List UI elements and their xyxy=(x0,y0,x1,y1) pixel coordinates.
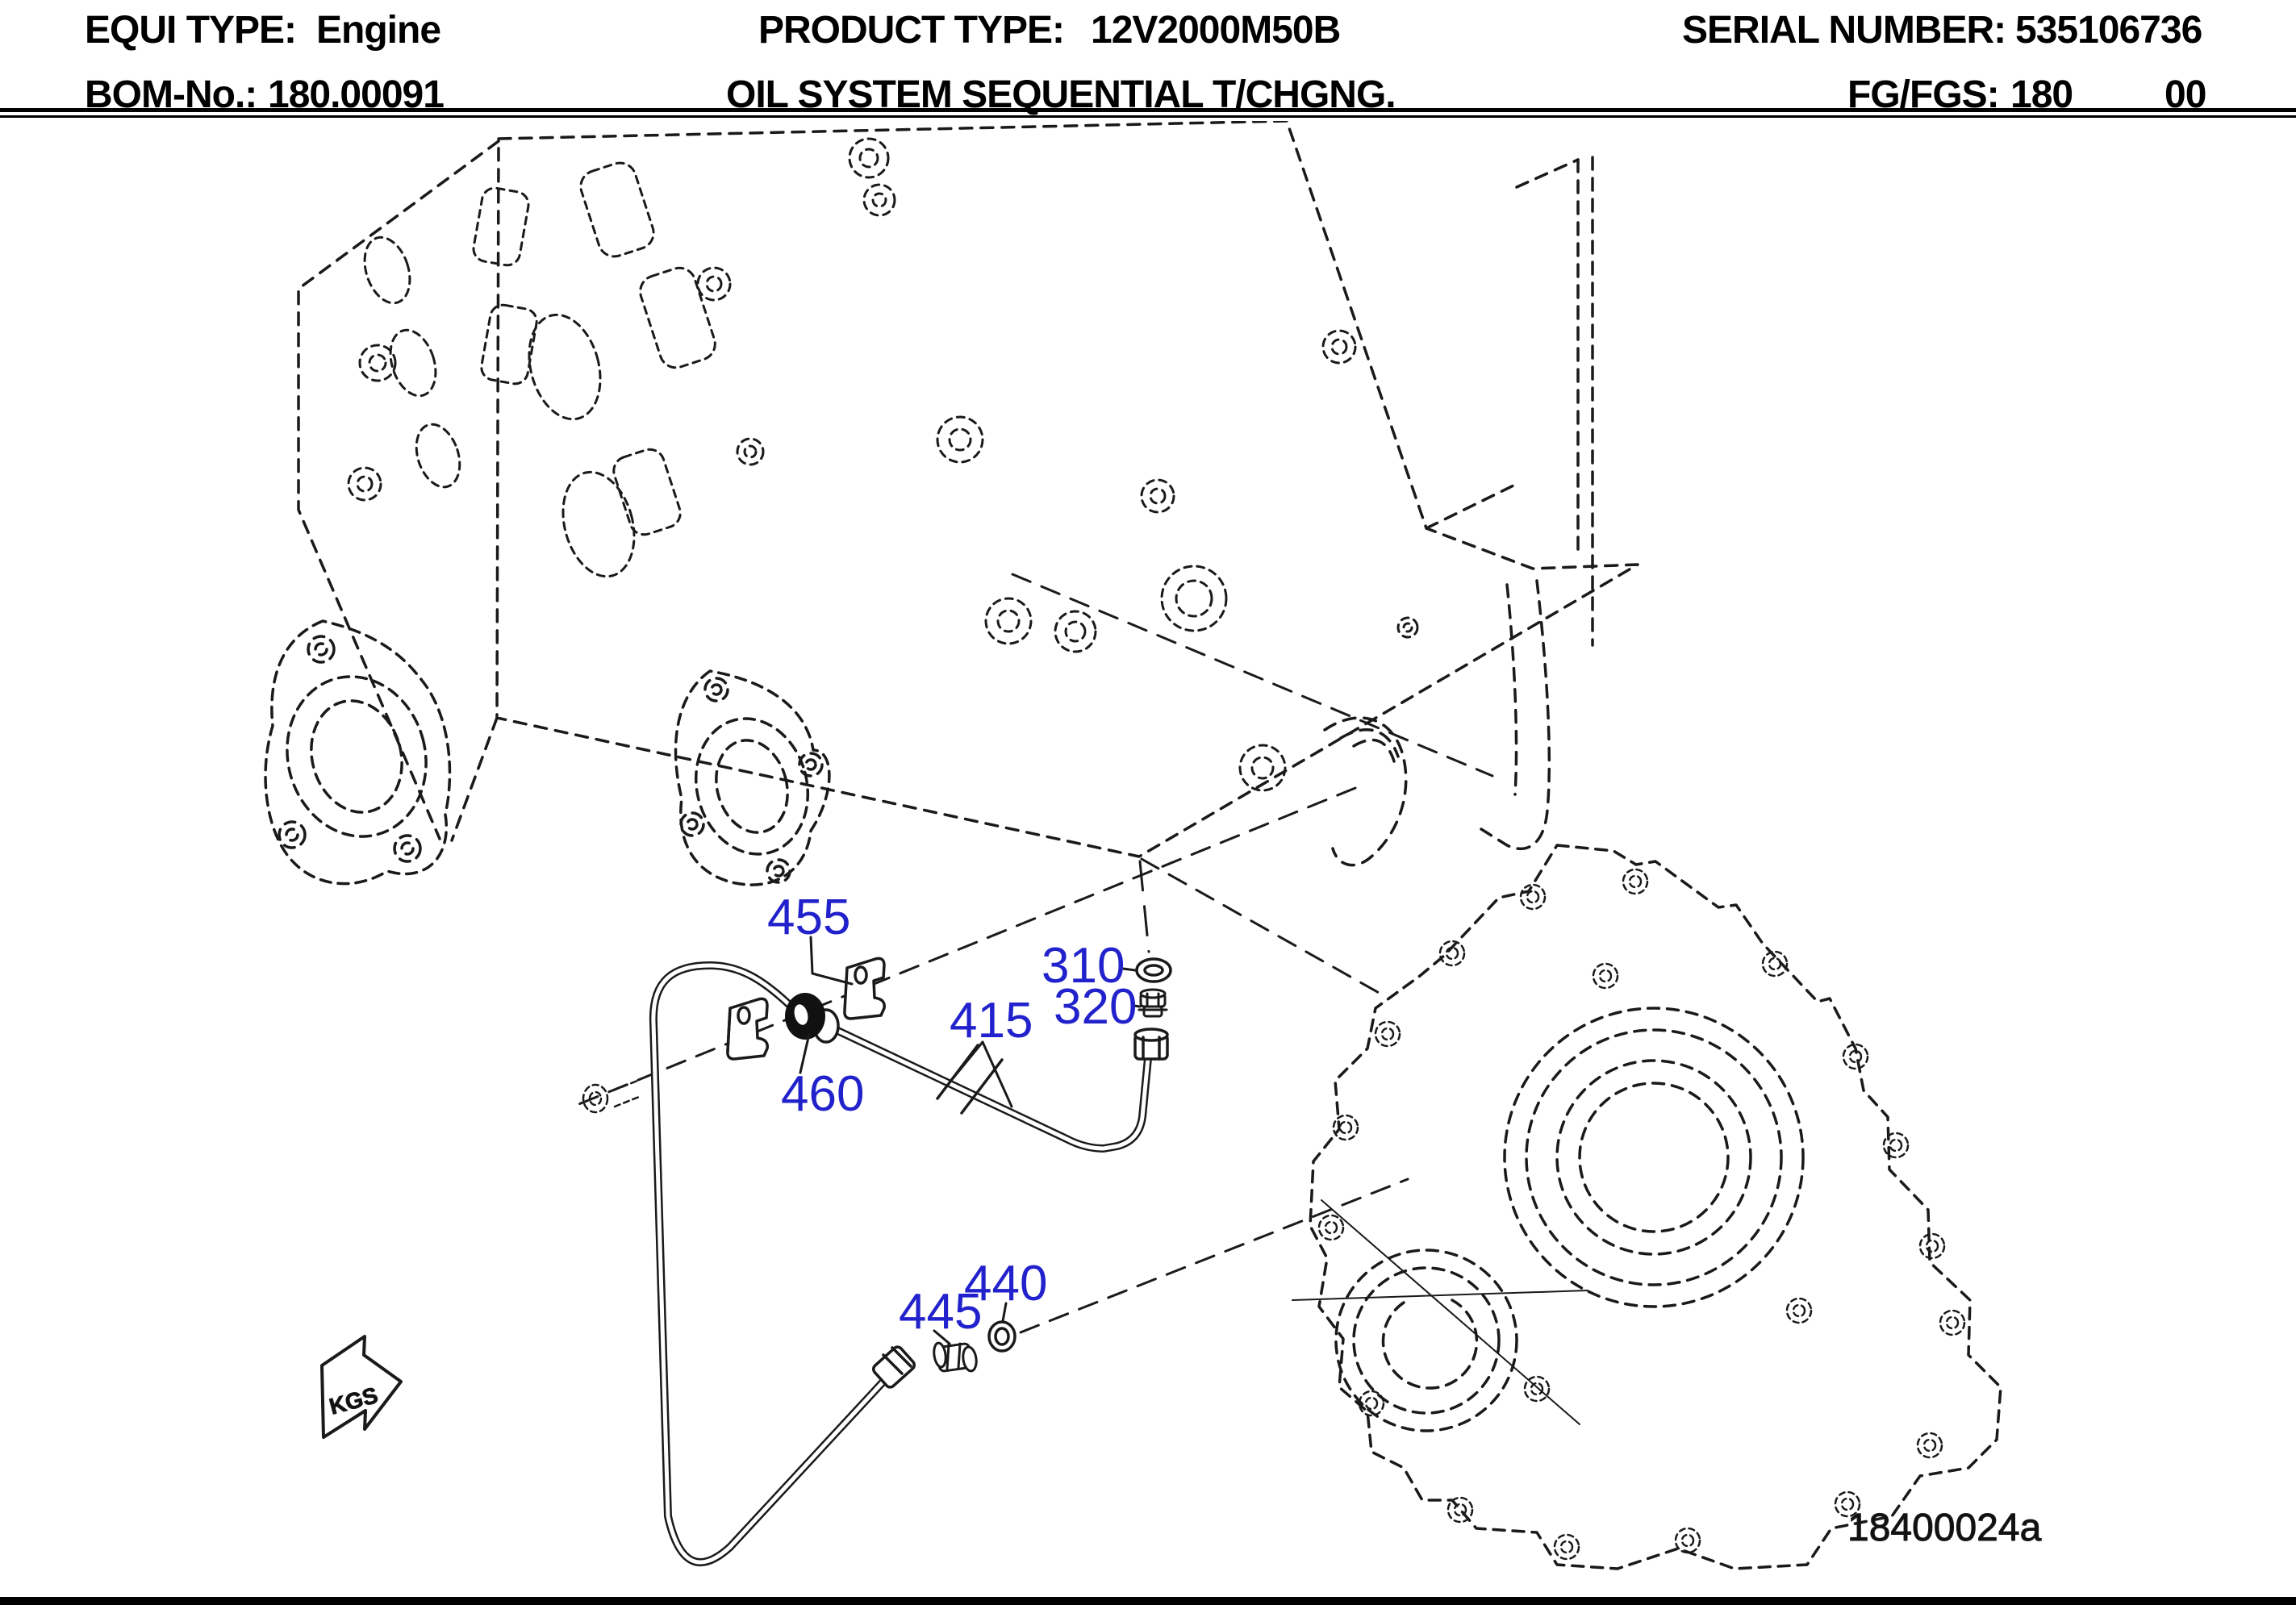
timing-case-outline xyxy=(1309,844,2002,1570)
callout-455[interactable]: 455 xyxy=(767,890,850,945)
callout-320[interactable]: 320 xyxy=(1054,979,1137,1035)
product-type-label: PRODUCT TYPE: xyxy=(758,9,1065,52)
callout-leader-lines xyxy=(799,936,1142,1345)
pipe-clamp-left xyxy=(726,997,769,1061)
oil-pipe-415 xyxy=(649,961,1152,1566)
serial-number-label: SERIAL NUMBER: xyxy=(1682,9,2006,52)
clamp-screw xyxy=(582,1079,641,1114)
pipe-union-nut-right xyxy=(1133,1028,1169,1061)
grommet-460 xyxy=(785,993,840,1044)
sealing-ring-440 xyxy=(987,1320,1017,1353)
drawing-number: 18400024a xyxy=(1847,1507,2042,1549)
callout-415[interactable]: 415 xyxy=(950,993,1033,1048)
callout-310[interactable]: 310 xyxy=(1042,938,1125,994)
timing-case-bolt-holes xyxy=(1317,868,1966,1561)
callout-460[interactable]: 460 xyxy=(781,1066,864,1122)
page-bottom-border xyxy=(0,1597,2296,1605)
kgs-arrow-icon xyxy=(320,1335,403,1439)
callout-445[interactable]: 445 xyxy=(899,1284,982,1340)
assembly-axis-lines xyxy=(575,573,1494,1334)
parts-diagram: 455 310 320 415 460 440 445 KGS 18400024… xyxy=(264,121,2042,1570)
screw-plug-320 xyxy=(1138,988,1168,1018)
equi-type-value: Engine xyxy=(316,9,441,52)
callout-440[interactable]: 440 xyxy=(964,1256,1047,1311)
header-divider-bottom xyxy=(0,115,2296,118)
engine-block-outline xyxy=(297,121,1639,867)
timing-case-center-lines xyxy=(1292,1199,1588,1425)
equi-type-label: EQUI TYPE: xyxy=(85,9,297,52)
engine-block-details xyxy=(347,137,1419,792)
screw-nipple-445 xyxy=(933,1341,978,1373)
pipe-clamp-right xyxy=(843,957,886,1020)
sealing-ring-310 xyxy=(1135,957,1172,983)
kgs-weight-symbol: KGS xyxy=(320,1335,403,1439)
header-divider-top xyxy=(0,108,2296,112)
part-callouts: 455 310 320 415 460 440 445 xyxy=(767,890,1137,1340)
serial-number-value: 535106736 xyxy=(2015,9,2202,52)
engine-flanges xyxy=(264,619,831,886)
product-type-value: 12V2000M50B xyxy=(1091,9,1341,52)
pipe-union-nut-lower xyxy=(871,1345,916,1389)
